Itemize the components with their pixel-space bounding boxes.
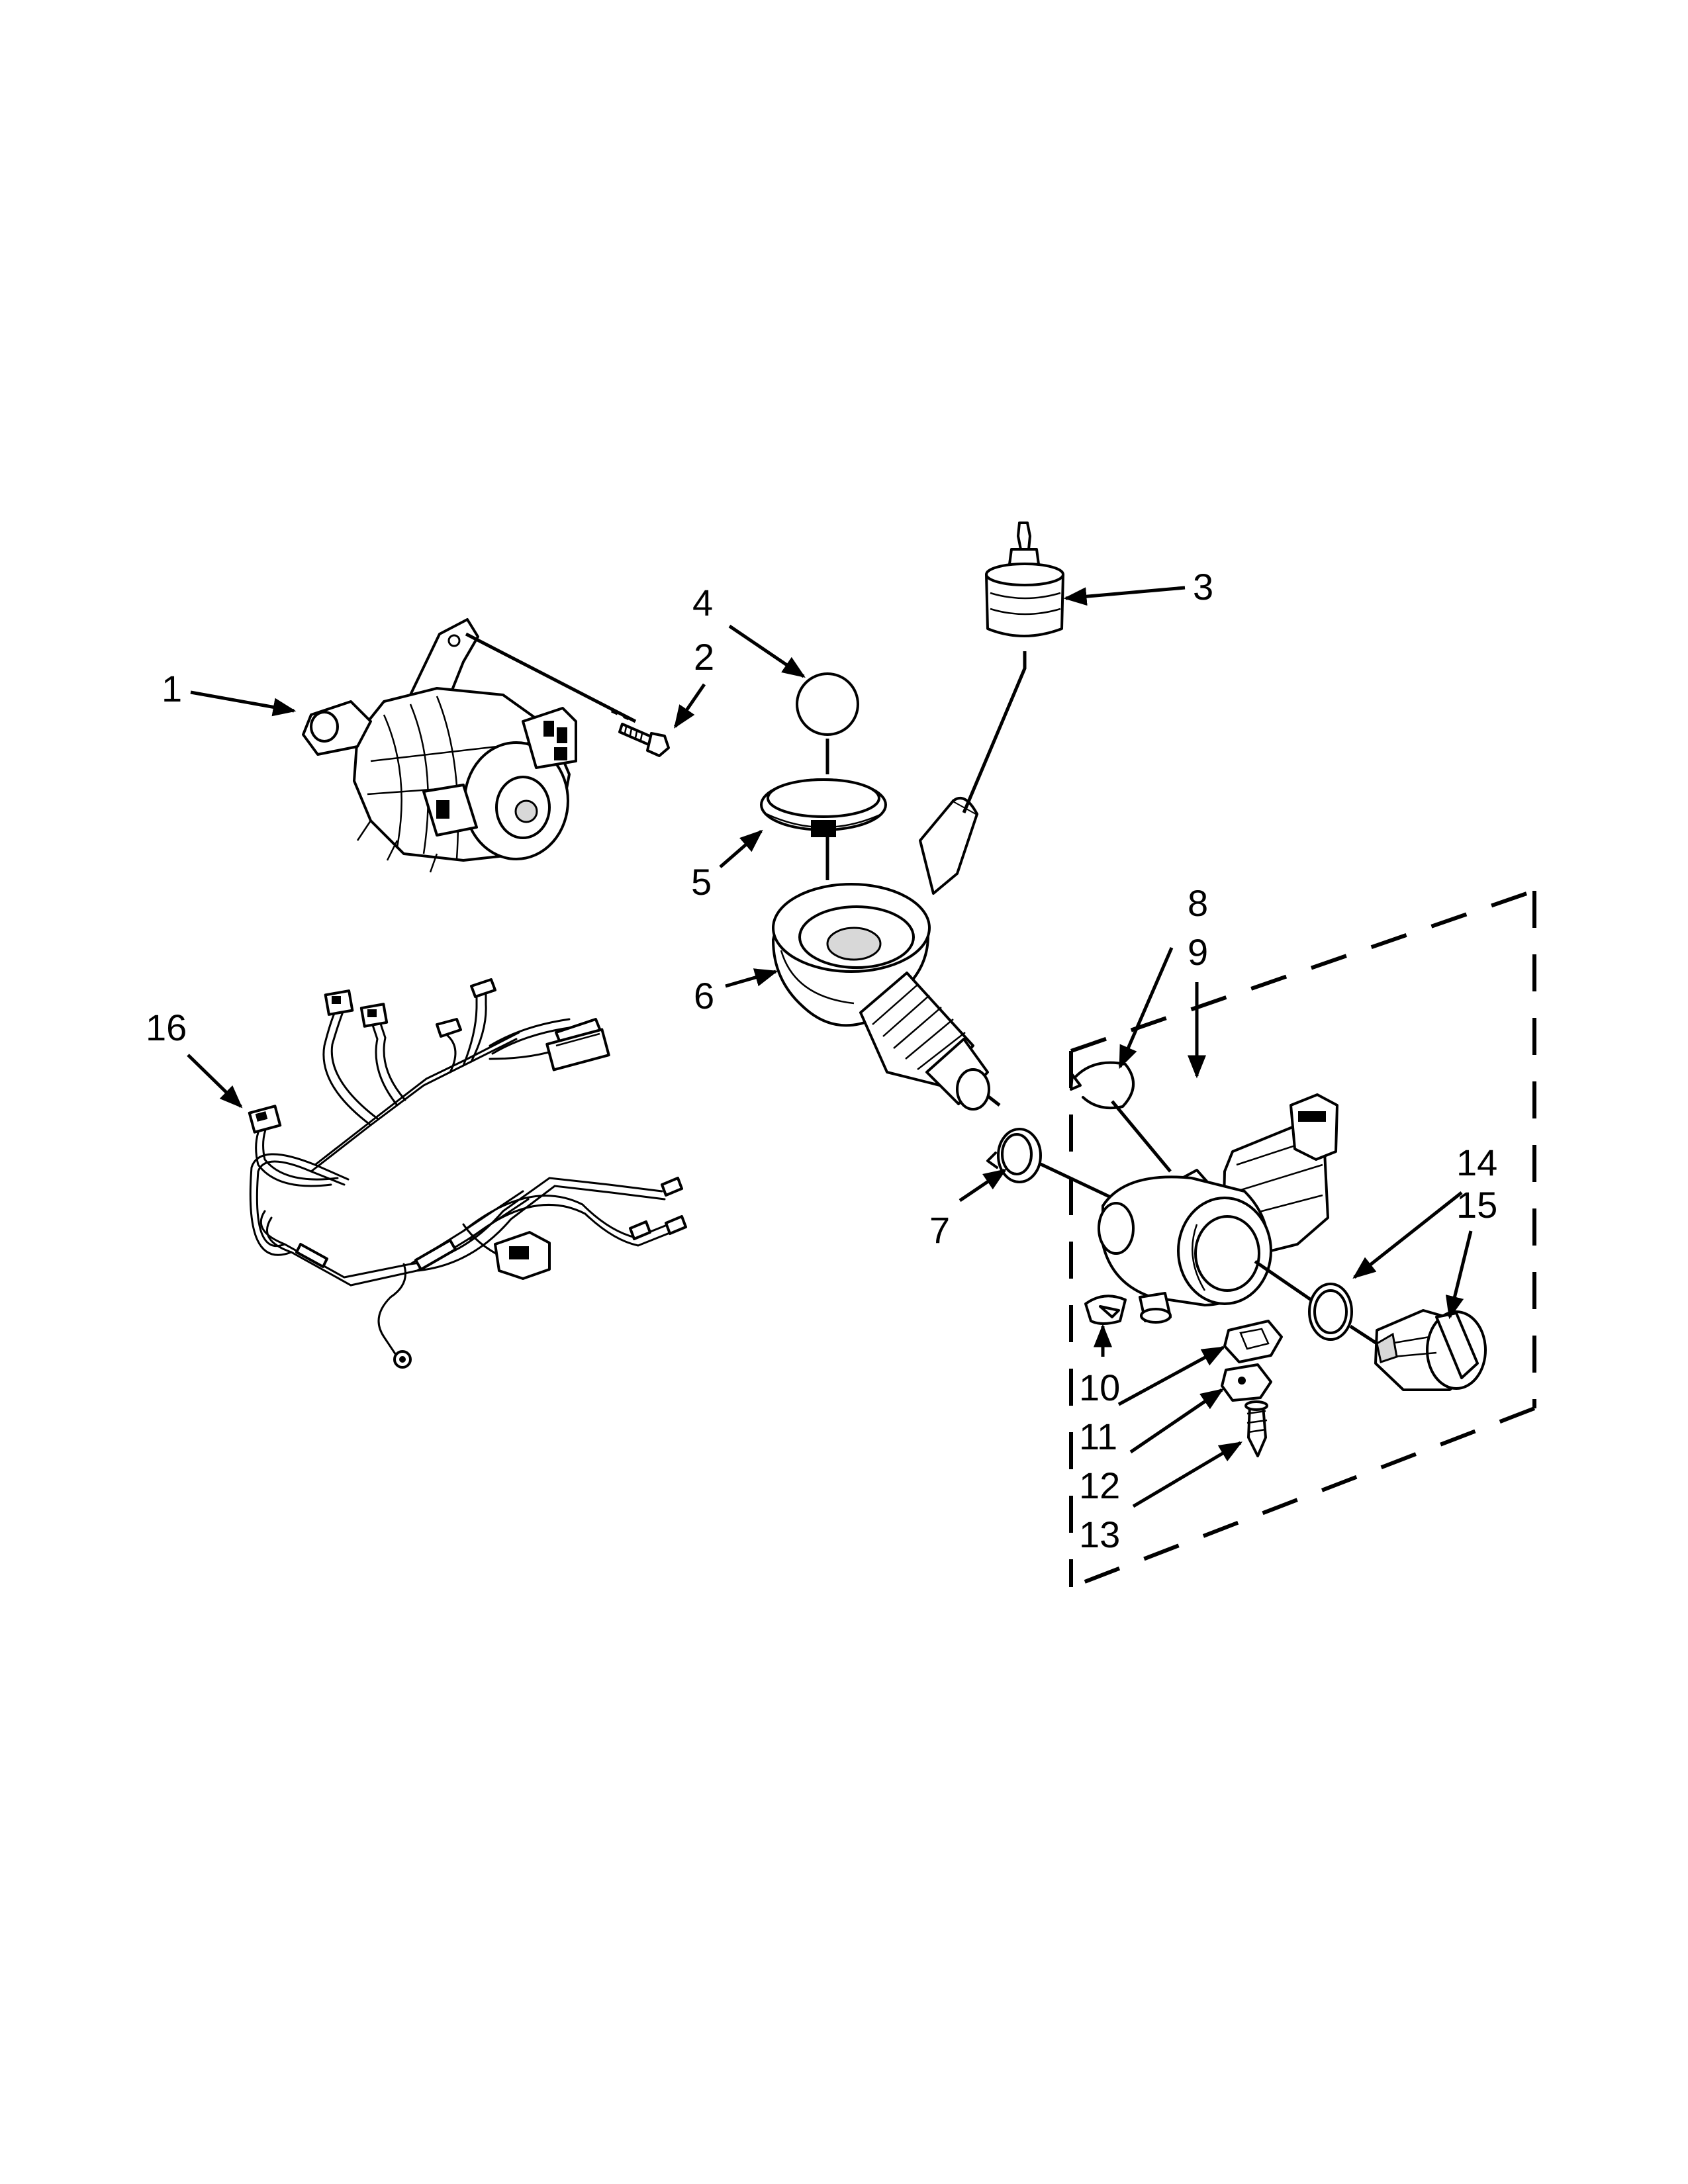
callout-3: 3 xyxy=(1193,566,1213,608)
check-ball[interactable] xyxy=(796,672,859,736)
callout-4: 4 xyxy=(692,582,713,623)
callout-13: 13 xyxy=(1079,1514,1120,1555)
callout-5: 5 xyxy=(691,861,712,903)
callout-15: 15 xyxy=(1456,1184,1497,1226)
callout-7: 7 xyxy=(929,1209,950,1251)
callout-11: 11 xyxy=(1079,1416,1117,1457)
callout-14: 14 xyxy=(1456,1142,1497,1183)
mounting-bracket[interactable] xyxy=(1221,1363,1272,1402)
callout-1: 1 xyxy=(162,668,182,709)
pump-clip[interactable] xyxy=(1084,1295,1127,1325)
sump-hose[interactable] xyxy=(772,797,990,1111)
callout-labels: 1 2 3 4 5 6 7 8 9 10 11 12 13 14 15 16 xyxy=(146,566,1497,1555)
callout-2: 2 xyxy=(694,636,714,678)
callout-10: 10 xyxy=(1079,1367,1120,1408)
callout-9: 9 xyxy=(1188,931,1208,973)
retaining-clip[interactable] xyxy=(1070,1061,1135,1110)
callout-6: 6 xyxy=(694,975,714,1017)
filter-o-ring[interactable] xyxy=(1308,1283,1353,1341)
wire-harness[interactable] xyxy=(248,978,687,1369)
pressure-dome[interactable] xyxy=(985,522,1064,637)
mounting-plate[interactable] xyxy=(1223,1320,1283,1363)
pump-assembly-boundary xyxy=(1069,889,1536,1589)
callout-12: 12 xyxy=(1079,1465,1120,1506)
pump-filter[interactable] xyxy=(1374,1309,1487,1391)
leader-lines xyxy=(187,586,1473,1508)
hose-clamp-small[interactable] xyxy=(986,1128,1042,1183)
callout-16: 16 xyxy=(146,1007,187,1048)
drain-pump[interactable] xyxy=(1098,1093,1338,1324)
mounting-screw[interactable] xyxy=(1244,1400,1268,1457)
drive-motor[interactable] xyxy=(302,618,577,873)
callout-8: 8 xyxy=(1188,882,1208,924)
hose-clamp-large[interactable] xyxy=(760,778,887,837)
motor-bolt[interactable] xyxy=(618,723,670,757)
